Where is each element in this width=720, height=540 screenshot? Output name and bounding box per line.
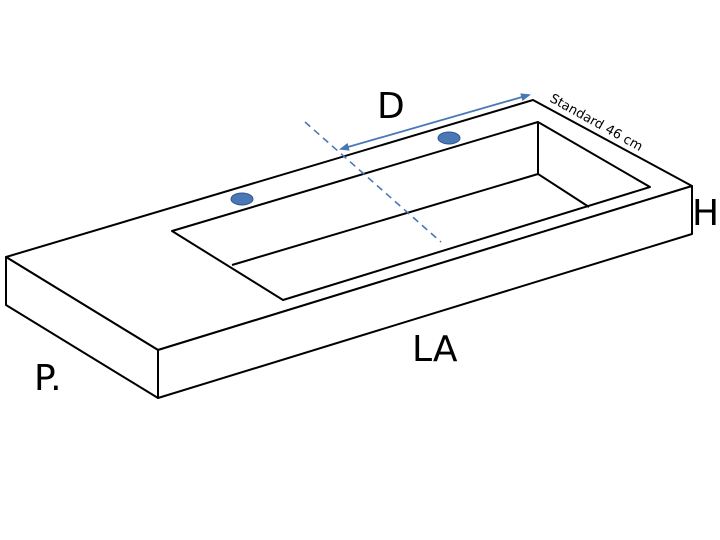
- label-length: LA: [412, 329, 458, 370]
- tap-hole-right: [437, 131, 461, 145]
- label-height: H: [692, 193, 719, 234]
- center-dashed-line: [304, 121, 442, 243]
- label-depth: D: [377, 86, 405, 127]
- tap-hole-left: [230, 192, 254, 206]
- slab-left-face: [5, 256, 159, 399]
- label-width: P.: [34, 358, 62, 399]
- depth-arrow: [339, 93, 531, 151]
- basin-inner-back-edge: [231, 173, 539, 266]
